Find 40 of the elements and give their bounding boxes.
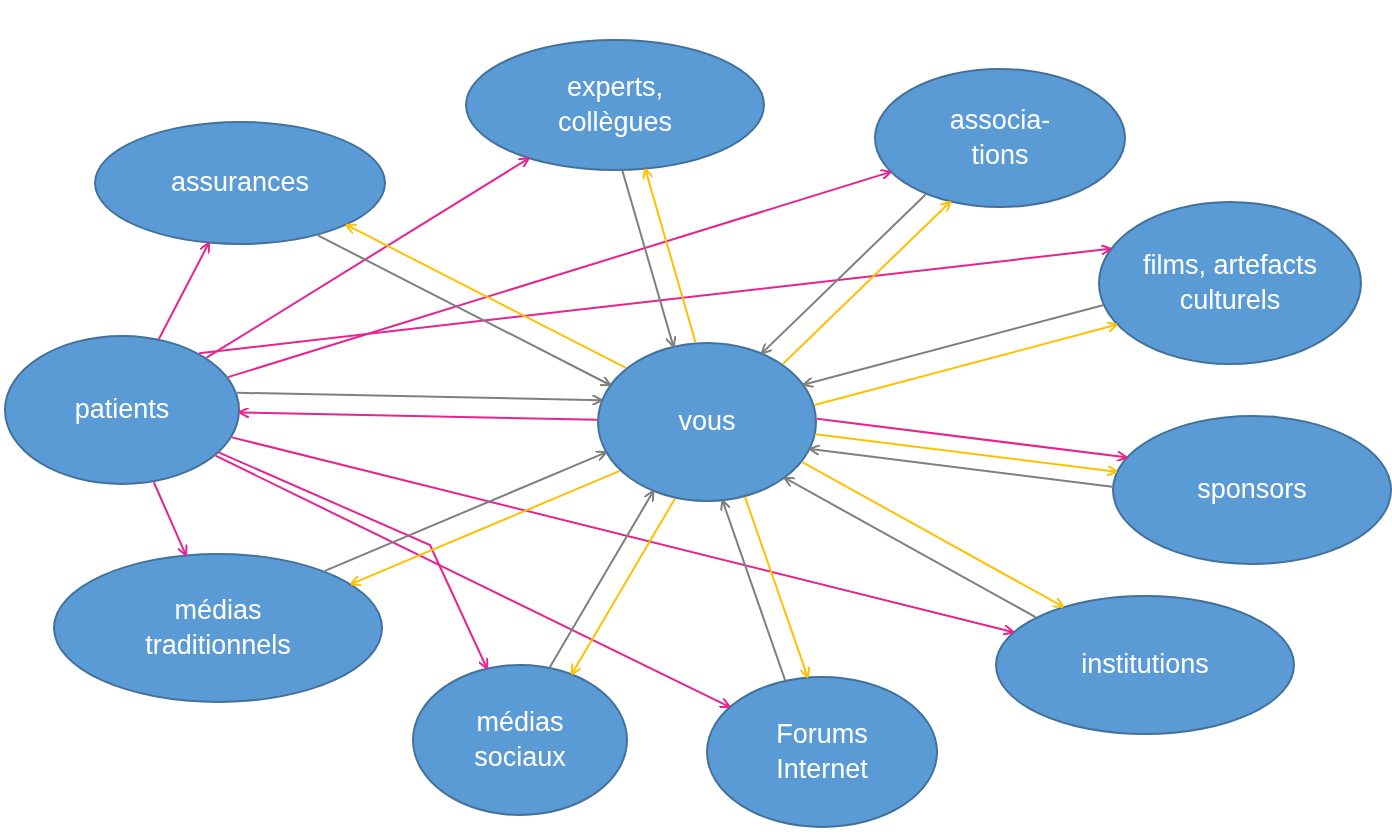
node-label: assurances <box>170 166 310 200</box>
arrow <box>570 497 676 676</box>
arrow <box>783 476 1037 619</box>
arrow <box>230 436 1015 636</box>
node-label: films, artefacts culturels <box>1141 248 1318 317</box>
arrow <box>801 461 1065 608</box>
arrow <box>152 481 188 557</box>
arrow <box>815 417 1128 463</box>
arrow <box>760 193 927 355</box>
arrow <box>744 496 811 679</box>
arrow <box>642 167 697 344</box>
arrow <box>808 444 1114 488</box>
arrow <box>227 169 892 379</box>
node-label: Forums Internet <box>775 717 869 786</box>
node-label: vous <box>678 405 736 439</box>
arrow <box>158 241 210 340</box>
arrow <box>813 321 1119 406</box>
arrow <box>548 489 655 668</box>
arrow <box>316 234 612 387</box>
arrow <box>781 200 952 366</box>
arrow <box>323 450 608 572</box>
arrow <box>802 304 1104 389</box>
arrow <box>814 433 1119 477</box>
arrow <box>235 391 604 407</box>
node-label: experts, collègues <box>556 70 674 139</box>
node-label: médias sociaux <box>473 705 567 774</box>
node-label: institutions <box>1081 648 1209 682</box>
node-label: sponsors <box>1197 473 1307 507</box>
arrow <box>621 169 677 348</box>
arrow <box>719 499 787 681</box>
node-label: patients <box>74 393 170 427</box>
arrow <box>218 451 489 670</box>
node-label: médias traditionnels <box>144 593 292 662</box>
arrow <box>237 406 599 421</box>
arrow <box>198 243 1112 355</box>
arrow <box>345 223 627 369</box>
node-label: associa- tions <box>948 103 1052 172</box>
arrow <box>349 469 621 587</box>
arrow <box>205 157 530 359</box>
arrow <box>214 454 731 709</box>
